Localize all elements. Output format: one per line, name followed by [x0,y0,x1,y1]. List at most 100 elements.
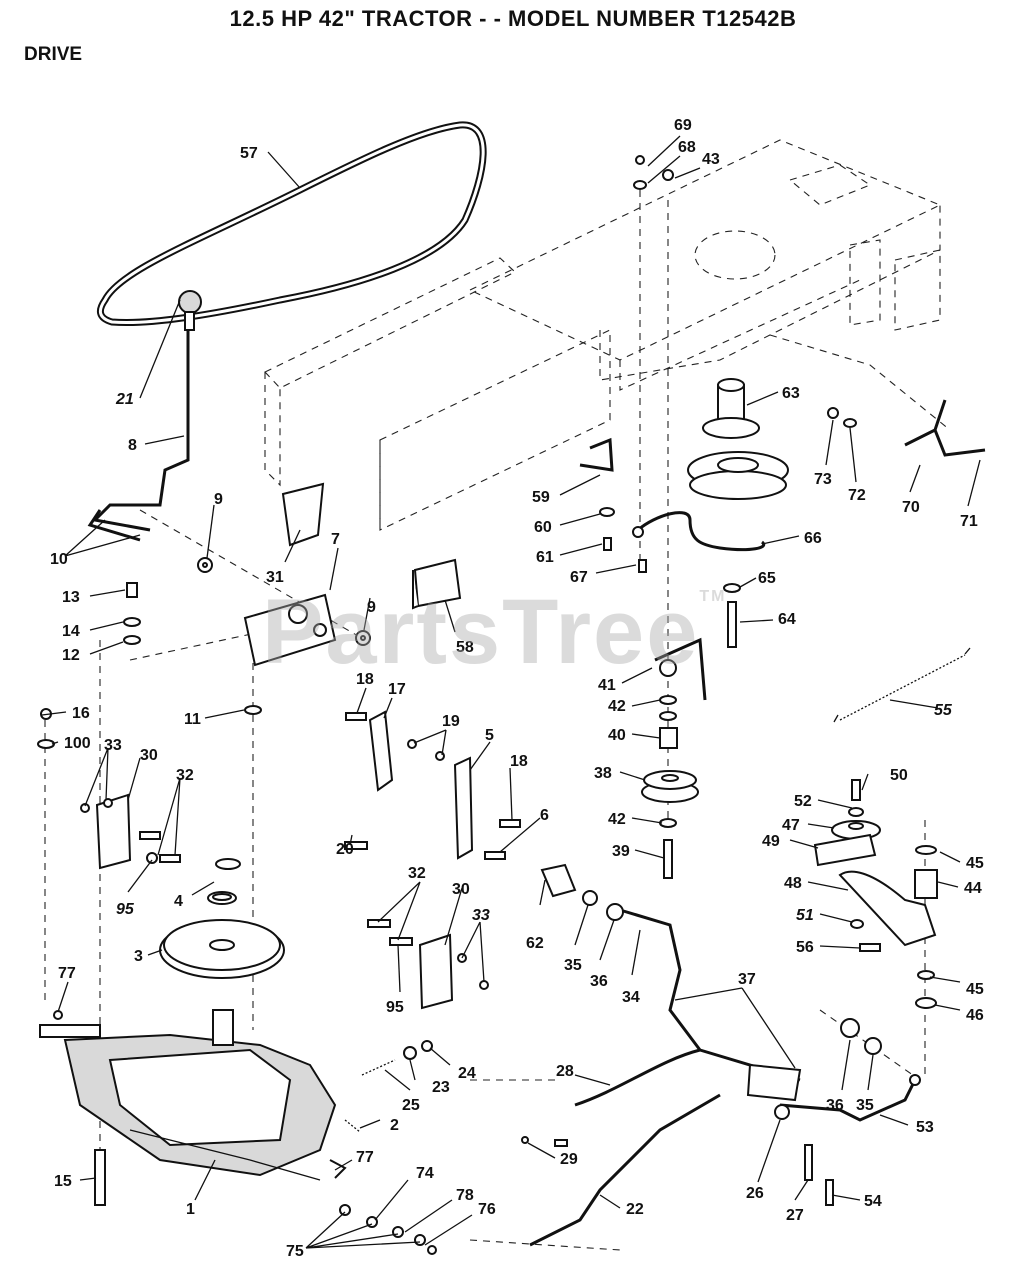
callout-21[interactable]: 21 [115,391,134,408]
callout-68[interactable]: 68 [678,139,696,156]
callout-8[interactable]: 8 [128,437,137,454]
callout-40[interactable]: 40 [608,727,626,744]
callout-30-second[interactable]: 30 [452,881,470,898]
callout-5[interactable]: 5 [485,727,494,744]
callout-17[interactable]: 17 [388,681,406,698]
callout-20[interactable]: 20 [336,841,354,858]
callout-2[interactable]: 2 [390,1117,399,1134]
callout-60[interactable]: 60 [534,519,552,536]
callout-31[interactable]: 31 [266,569,284,586]
drive-belt-57[interactable] [96,121,487,327]
callout-24[interactable]: 24 [458,1065,476,1082]
transaxle-1[interactable] [39,1009,337,1206]
callout-53[interactable]: 53 [916,1119,934,1136]
callout-44[interactable]: 44 [964,880,982,897]
callout-71[interactable]: 71 [960,513,978,530]
callout-57[interactable]: 57 [240,145,258,162]
callout-69[interactable]: 69 [674,117,692,134]
callout-16[interactable]: 16 [72,705,90,722]
callout-15[interactable]: 15 [54,1173,72,1190]
callout-27[interactable]: 27 [786,1207,804,1224]
callout-47[interactable]: 47 [782,817,800,834]
callout-41[interactable]: 41 [598,677,616,694]
callout-48[interactable]: 48 [784,875,802,892]
callout-73[interactable]: 73 [814,471,832,488]
callout-14[interactable]: 14 [62,623,80,640]
callout-23[interactable]: 23 [432,1079,450,1096]
callout-9[interactable]: 9 [214,491,223,508]
callout-58[interactable]: 58 [456,639,474,656]
callout-65[interactable]: 65 [758,570,776,587]
callout-56[interactable]: 56 [796,939,814,956]
callout-35[interactable]: 35 [564,957,582,974]
callout-30[interactable]: 30 [140,747,158,764]
callout-38[interactable]: 38 [594,765,612,782]
callout-52[interactable]: 52 [794,793,812,810]
callout-95-second[interactable]: 95 [386,999,404,1016]
callout-50[interactable]: 50 [890,767,908,784]
idler-arm-assembly[interactable] [813,779,938,1009]
callout-7[interactable]: 7 [331,531,340,548]
pulley-38[interactable] [641,770,699,803]
callout-33[interactable]: 33 [104,737,122,754]
callout-51[interactable]: 51 [796,907,814,924]
callout-13[interactable]: 13 [62,589,80,606]
callout-19[interactable]: 19 [442,713,460,730]
callout-66[interactable]: 66 [804,530,822,547]
callout-36[interactable]: 36 [590,973,608,990]
callout-72[interactable]: 72 [848,487,866,504]
callout-9-second[interactable]: 9 [367,599,376,616]
callout-49[interactable]: 49 [762,833,780,850]
callout-76[interactable]: 76 [478,1201,496,1218]
callout-70[interactable]: 70 [902,499,920,516]
callout-29[interactable]: 29 [560,1151,578,1168]
callout-54[interactable]: 54 [864,1193,882,1210]
callout-33-second[interactable]: 33 [472,907,490,924]
callout-42-second[interactable]: 42 [608,811,626,828]
callout-45-second[interactable]: 45 [966,981,984,998]
callout-61[interactable]: 61 [536,549,554,566]
callout-35-second[interactable]: 35 [856,1097,874,1114]
callout-26[interactable]: 26 [746,1185,764,1202]
callout-45[interactable]: 45 [966,855,984,872]
callout-18[interactable]: 18 [356,671,374,688]
idler-pulley-63[interactable] [687,378,789,500]
shift-lever-assembly[interactable] [87,290,202,542]
callout-10[interactable]: 10 [50,551,68,568]
callout-67[interactable]: 67 [570,569,588,586]
callout-22[interactable]: 22 [626,1201,644,1218]
callout-100[interactable]: 100 [64,735,91,752]
callout-6[interactable]: 6 [540,807,549,824]
callout-77[interactable]: 77 [58,965,76,982]
callout-11[interactable]: 11 [184,711,201,728]
callout-46[interactable]: 46 [966,1007,984,1024]
callout-78[interactable]: 78 [456,1187,474,1204]
callout-36-second[interactable]: 36 [826,1097,844,1114]
callout-59[interactable]: 59 [532,489,550,506]
callout-4[interactable]: 4 [174,893,183,910]
callout-74[interactable]: 74 [416,1165,434,1182]
callout-95[interactable]: 95 [116,901,135,918]
callout-77-second[interactable]: 77 [356,1149,374,1166]
transaxle-pulley-3[interactable] [159,891,285,979]
callout-1[interactable]: 1 [186,1201,195,1218]
callout-62[interactable]: 62 [526,935,544,952]
callout-43[interactable]: 43 [702,151,720,168]
callout-64[interactable]: 64 [778,611,796,628]
callout-25[interactable]: 25 [402,1097,420,1114]
callout-32[interactable]: 32 [176,767,194,784]
callout-18-second[interactable]: 18 [510,753,528,770]
callout-32-second[interactable]: 32 [408,865,426,882]
callout-37[interactable]: 37 [738,971,756,988]
callout-42[interactable]: 42 [608,698,626,715]
diagram-title: 12.5 HP 42" TRACTOR - - MODEL NUMBER T12… [229,6,797,31]
callout-28[interactable]: 28 [556,1063,574,1080]
callout-63[interactable]: 63 [782,385,800,402]
callout-34[interactable]: 34 [622,989,640,1006]
callout-12[interactable]: 12 [62,647,80,664]
callout-55[interactable]: 55 [934,702,953,719]
callout-39[interactable]: 39 [612,843,630,860]
callout-3[interactable]: 3 [134,948,143,965]
callout-75[interactable]: 75 [286,1243,304,1260]
